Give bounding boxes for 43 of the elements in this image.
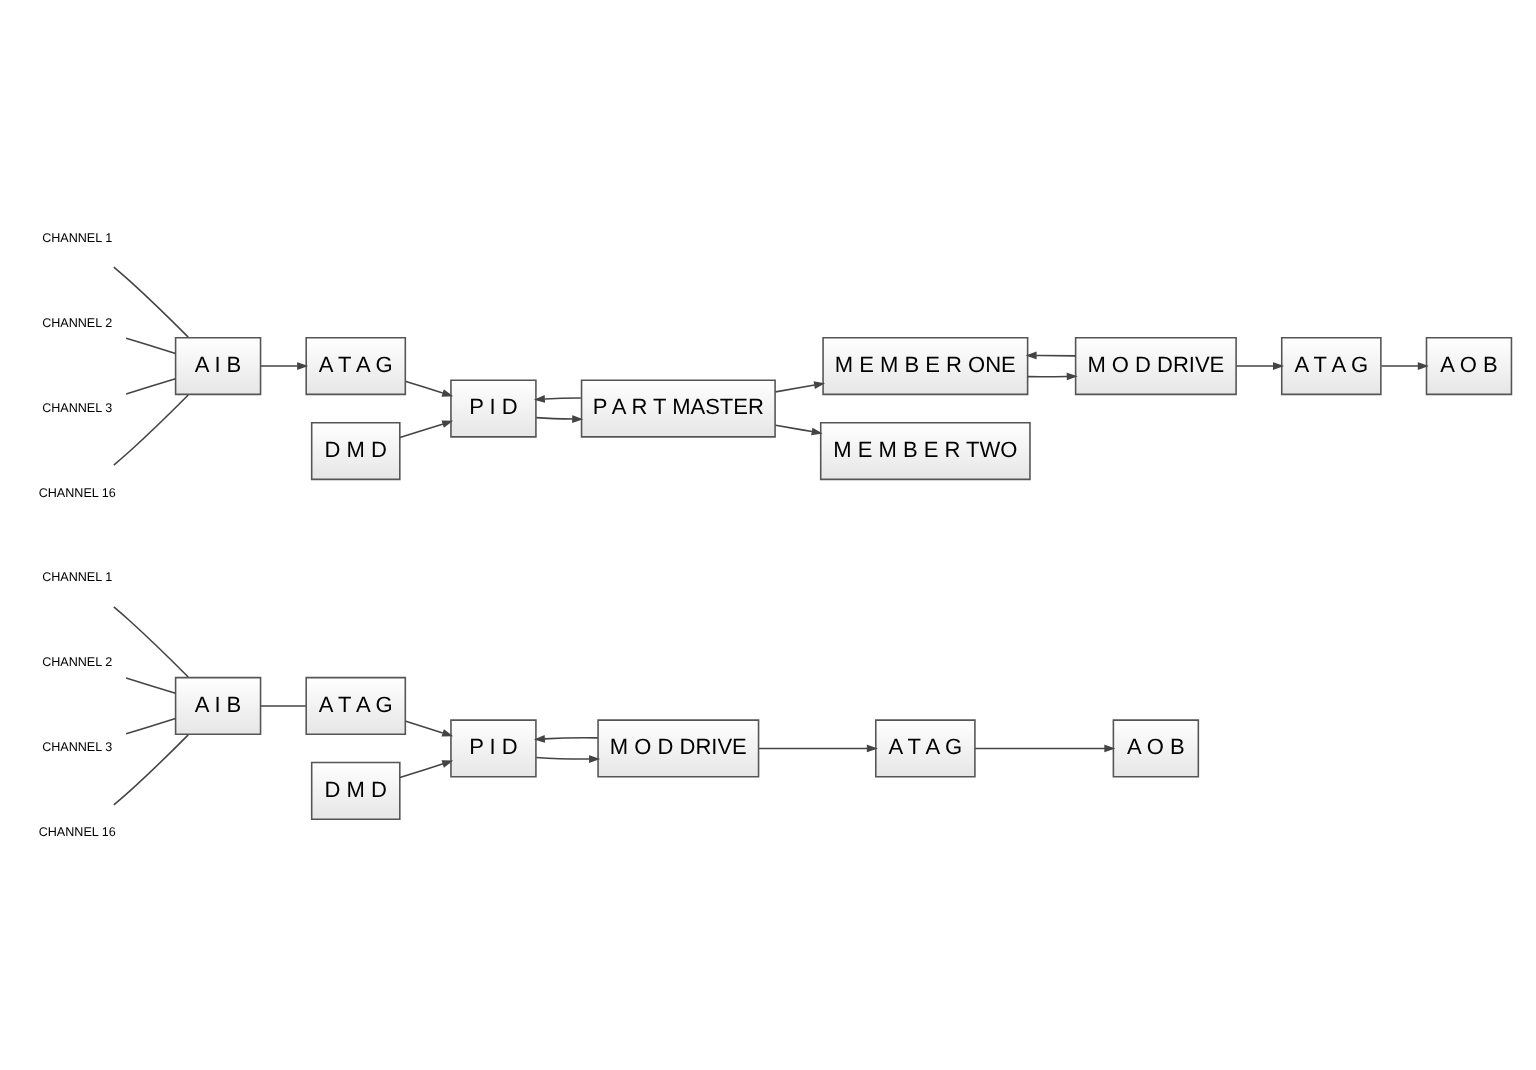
connector: [259, 704, 307, 706]
arrow: [399, 759, 454, 778]
arrow: [1380, 361, 1429, 369]
node-box: P I D: [450, 378, 537, 437]
arrow: [405, 719, 454, 736]
connector: [125, 376, 177, 394]
connector: [113, 265, 189, 337]
node-box: M E M B E R TWO: [819, 420, 1031, 480]
node-box: M E M B E R ONE: [822, 335, 1029, 395]
arrow: [533, 733, 599, 742]
node-box: A O B: [1112, 718, 1200, 777]
arrow: [974, 743, 1116, 752]
node-box: A T A G: [875, 718, 976, 777]
arrow: [259, 361, 309, 369]
arrow: [1025, 350, 1077, 359]
arrow: [774, 380, 826, 392]
node-box: P I D: [450, 718, 537, 777]
arrow: [1027, 371, 1078, 380]
arrow: [533, 394, 582, 402]
arrow: [399, 419, 454, 438]
connector: [113, 605, 189, 677]
node-box: D M D: [310, 420, 401, 480]
arrow: [405, 379, 454, 396]
node-box: M O D DRIVE: [597, 718, 760, 777]
connector: [113, 393, 189, 465]
node-box: A T A G: [305, 675, 407, 735]
arrow: [535, 414, 584, 422]
connector: [125, 336, 177, 354]
connector: [125, 676, 177, 694]
node-box: A O B: [1425, 335, 1513, 395]
connector: [125, 716, 177, 734]
arrow: [774, 423, 823, 435]
node-box: A T A G: [1280, 335, 1382, 395]
connector: [113, 733, 189, 805]
node-box: P A R T MASTER: [580, 378, 776, 437]
node-box: M O D DRIVE: [1074, 335, 1237, 395]
node-box: A I B: [174, 335, 262, 395]
node-box: A I B: [174, 675, 262, 735]
arrow: [535, 754, 601, 762]
arrow: [1235, 361, 1284, 369]
node-box: A T A G: [305, 335, 407, 395]
arrow: [758, 743, 878, 752]
node-box: D M D: [310, 760, 401, 819]
